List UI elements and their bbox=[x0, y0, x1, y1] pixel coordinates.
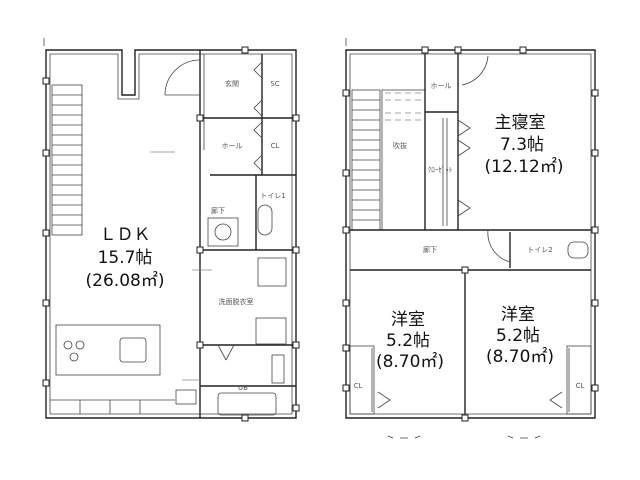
closet-label: CL bbox=[271, 142, 280, 150]
hall-label: ホール bbox=[222, 142, 243, 150]
master-bedroom-size: 7.3帖 bbox=[500, 135, 544, 155]
shoebox-label: SC bbox=[270, 80, 279, 88]
bath-label: UB bbox=[238, 384, 248, 392]
room1-area: (8.70㎡) bbox=[376, 352, 444, 372]
floor-2-plan: 主寝室 7.3帖 (12.12㎡) ホール 吹抜 ｸﾛｰｾﾞｯﾄ 廊下 トイレ2… bbox=[342, 38, 599, 439]
floor-1-plan: ＬＤＫ 15.7帖 (26.08㎡) 玄関 ホール SC CL トイレ1 廊下 … bbox=[42, 38, 300, 422]
master-closet-label: ｸﾛｰｾﾞｯﾄ bbox=[428, 166, 453, 174]
genkan-label: 玄関 bbox=[225, 79, 239, 88]
staircase bbox=[51, 84, 83, 236]
ldk-size: 15.7帖 bbox=[98, 248, 153, 268]
room2-name: 洋室 bbox=[501, 305, 535, 325]
room2-size: 5.2帖 bbox=[496, 326, 540, 346]
ldk-name: ＬＤＫ bbox=[100, 225, 151, 245]
corridor-label: 廊下 bbox=[423, 245, 437, 254]
toilet-label: トイレ1 bbox=[260, 192, 285, 200]
washroom-label: 洗面脱衣室 bbox=[219, 297, 254, 306]
hall-label: ホール bbox=[431, 82, 452, 90]
kitchen bbox=[50, 324, 197, 414]
closet-right-label: CL bbox=[576, 382, 585, 390]
ldk-area: (26.08㎡) bbox=[86, 271, 165, 291]
closet-left-label: CL bbox=[354, 382, 363, 390]
corridor-label: 廊下 bbox=[211, 206, 225, 215]
room1-size: 5.2帖 bbox=[386, 331, 430, 351]
staircase bbox=[351, 89, 381, 231]
void-label: 吹抜 bbox=[393, 141, 407, 150]
master-bedroom-area: (12.12㎡) bbox=[485, 157, 564, 177]
room2-area: (8.70㎡) bbox=[486, 347, 554, 367]
master-bedroom-name: 主寝室 bbox=[495, 112, 546, 133]
toilet-label: トイレ2 bbox=[527, 246, 552, 254]
room1-name: 洋室 bbox=[391, 310, 425, 330]
